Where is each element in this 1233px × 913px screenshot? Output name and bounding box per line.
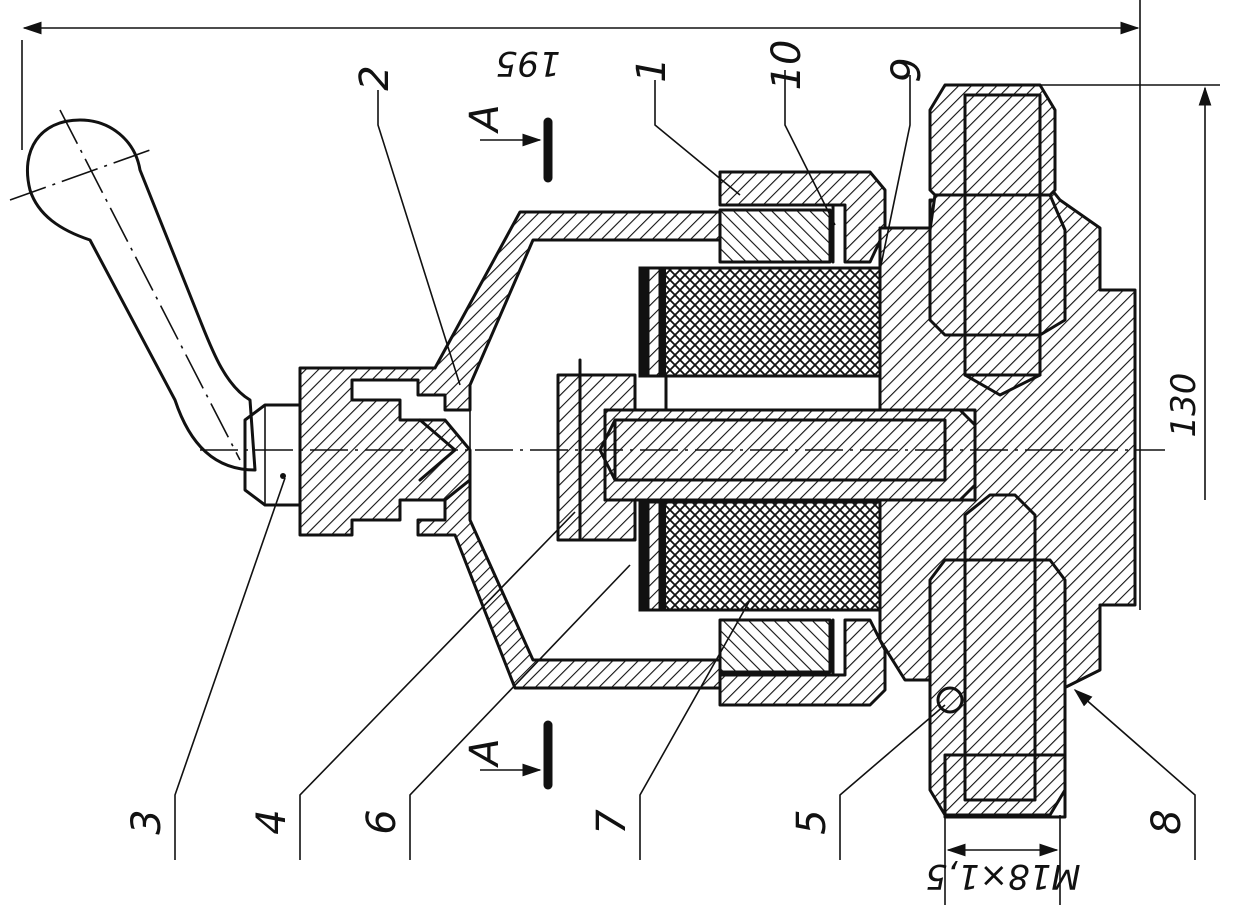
bottom-fitting [928,493,1067,819]
section-letter-bottom: A [462,738,508,768]
label-9: 9 [884,57,930,82]
leader-lines [174,70,1196,860]
dimension-195-label: 195 [496,43,561,83]
label-1: 1 [629,57,675,82]
lever-handle [9,109,257,472]
top-fitting [928,83,1067,397]
section-mark-top [480,117,553,183]
label-5: 5 [789,809,835,834]
label-7: 7 [589,809,635,835]
label-3: 3 [124,809,170,834]
clamp-ring-top [718,170,887,264]
section-letter-top: A [462,104,508,134]
label-4: 4 [249,809,295,834]
cover [298,210,722,690]
dimension-thread-label: M18×1,5 [925,856,1080,896]
central-rod [598,408,977,502]
label-10: 10 [764,40,810,91]
clamp-ring-bottom [718,618,887,707]
dimension-thread [944,815,1061,905]
dimension-195 [21,0,1141,290]
filter-element [638,266,882,612]
label-8: 8 [1144,809,1190,834]
section-mark-bottom [480,720,553,790]
dimension-130-label: 130 [1164,373,1204,438]
label-2: 2 [352,65,398,90]
label-6: 6 [359,809,405,834]
